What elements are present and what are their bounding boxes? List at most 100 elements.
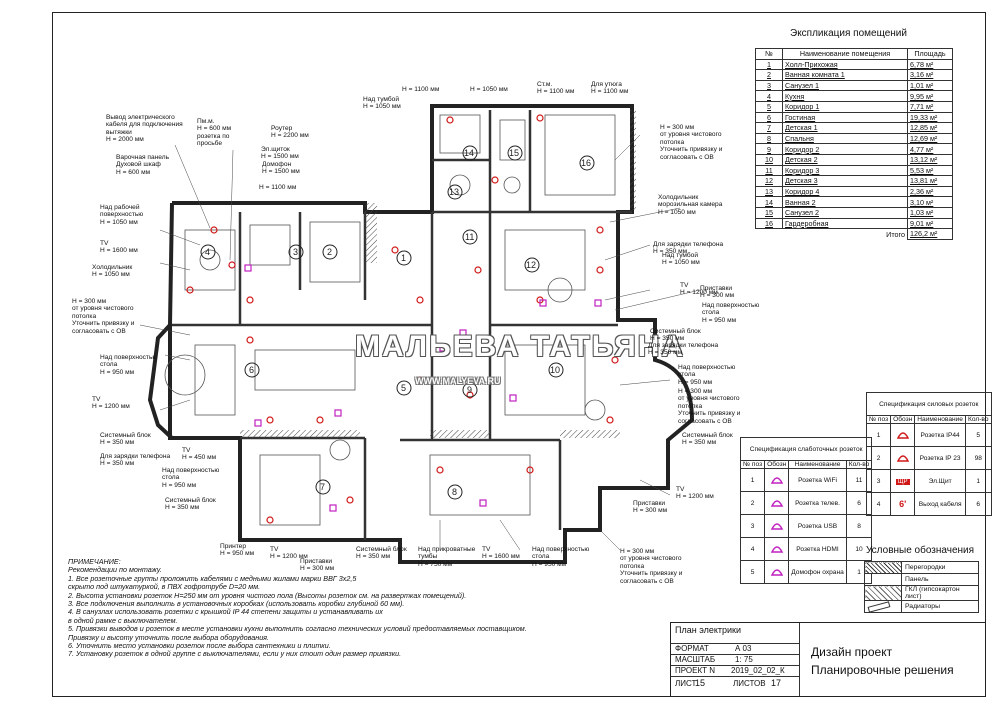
column-header: Площадь — [907, 48, 953, 60]
room-number: 2 — [327, 247, 332, 257]
spec-title: Спецификация силовых розеток — [866, 392, 992, 416]
drywall-swatch — [864, 585, 902, 601]
room-area-cell: 4,77 м² — [907, 143, 953, 155]
qty-cell: 6 — [845, 491, 873, 515]
room-area-cell: 1,01 м² — [907, 79, 953, 92]
room-area-cell: 13,81 м² — [907, 175, 953, 187]
room-area-cell: 9,95 м² — [907, 90, 953, 102]
room-number-cell: 15 — [755, 206, 783, 219]
room-name-cell: Санузел 1 — [782, 79, 908, 92]
qty-cell: 11 — [845, 468, 873, 492]
column-header: Наименование помещения — [782, 48, 908, 60]
plan-annotation: Системный блок Н = 350 мм — [100, 432, 151, 447]
column-header: Наименование — [788, 460, 847, 469]
plan-annotation: TV Н = 1200 мм — [676, 486, 714, 501]
room-number-cell: 6 — [755, 111, 783, 124]
format-value: А 03 — [735, 644, 752, 653]
plan-annotation: Над тумбой Н = 1050 мм — [662, 252, 700, 267]
pos-cell: 4 — [739, 537, 766, 561]
drawing-frame — [52, 12, 986, 697]
plan-annotation: Над рабочей поверхностью Н = 1050 мм — [100, 204, 144, 226]
plan-annotation: Домофон Н = 1500 мм — [262, 161, 300, 176]
legend-item: ГКЛ (гипсокартон лист) — [901, 585, 979, 601]
name-cell: Розетка IP 23 — [914, 446, 966, 470]
room-number-cell: 16 — [755, 217, 783, 230]
scale-label: МАСШТАБ — [675, 655, 716, 664]
column-header: Обозн — [890, 415, 916, 424]
room-number: 1 — [401, 253, 406, 263]
room-name-cell: Спальня — [782, 132, 908, 145]
plan-annotation: Н = 300 мм от уровня чистового потолка У… — [678, 388, 741, 425]
room-number-cell: 12 — [755, 175, 783, 187]
room-area-cell: 3,10 м² — [907, 196, 953, 208]
plan-annotation: Варочная панель Духовой шкаф Н = 600 мм — [116, 154, 170, 176]
pos-cell: 2 — [739, 491, 766, 515]
cable-outlet-icon: 6' — [899, 499, 907, 509]
room-number-cell: 10 — [755, 153, 783, 166]
room-name-cell: Санузел 2 — [782, 206, 908, 219]
pos-cell: 1 — [739, 468, 766, 492]
socket-symbol-icon — [890, 423, 916, 447]
plan-annotation: Приставки Н = 300 мм — [700, 285, 735, 300]
total-value: 126,2 м² — [907, 228, 953, 240]
room-area-cell: 12,69 м² — [907, 132, 953, 145]
room-area-cell: 1,03 м² — [907, 206, 953, 219]
plan-annotation: Системный блок Н = 350 мм — [650, 328, 701, 343]
qty-cell: 8 — [845, 514, 873, 538]
note-line: 4. В санузлах использовать розетки с кры… — [68, 607, 383, 617]
room-name-cell: Холл-Прихожая — [782, 58, 908, 71]
plan-annotation: TV Н = 1200 мм — [680, 282, 718, 297]
plan-annotation: Над поверхностью стола Н = 950 мм — [100, 354, 158, 376]
plan-annotation: Роутер Н = 2200 мм — [271, 125, 309, 140]
plan-annotation: Н = 300 мм от уровня чистового потолка У… — [660, 124, 723, 161]
qty-cell: 6 — [964, 492, 992, 516]
plan-annotation: Над поверхностью стола Н = 950 мм — [162, 467, 220, 489]
note-line: Привязку и высоту уточнить после выбора … — [68, 632, 270, 642]
room-area-cell: 12,85 м² — [907, 122, 953, 134]
socket-symbol-icon — [890, 446, 916, 470]
plan-annotation: Над поверхностью стола Н = 950 мм — [678, 364, 736, 386]
plan-annotation: Для утюга Н = 1100 мм — [591, 81, 629, 96]
plan-annotation: Ст.м. Н = 1100 мм — [537, 81, 575, 96]
room-number-cell: 1 — [755, 58, 783, 71]
plan-annotation: Над прикроватные тумбы Н = 750 мм — [418, 546, 476, 568]
project-subtitle: Планировочные решения — [811, 663, 954, 677]
plan-annotation: Н = 300 мм от уровня чистового потолка У… — [620, 548, 683, 585]
plan-annotation: Над тумбой Н = 1050 мм — [363, 96, 401, 111]
room-area-cell: 2,36 м² — [907, 185, 953, 198]
room-area-cell: 9,01 м² — [907, 217, 953, 230]
column-header: № — [755, 48, 783, 60]
plan-annotation: Вывод электрического кабеля для подключе… — [106, 114, 183, 144]
note-line: скрыто под штукатуркой, в ПВХ гофротрубе… — [68, 582, 261, 592]
room-name-cell: Кухня — [782, 90, 908, 102]
room-number: 6 — [249, 365, 254, 375]
sheets-value: 17 — [771, 678, 782, 688]
room-number-cell: 2 — [755, 69, 783, 81]
room-number-cell: 7 — [755, 122, 783, 134]
room-name-cell: Коридор 4 — [782, 185, 908, 198]
plan-annotation: Приставки Н = 300 мм — [300, 558, 335, 573]
socket-symbol-icon — [764, 537, 790, 561]
radiator-swatch — [864, 600, 902, 613]
column-header: Кол-во — [964, 415, 992, 424]
plan-annotation: TV Н = 450 мм — [182, 447, 217, 462]
project-label: ПРОЕКТ N — [675, 666, 716, 675]
electrical-symbols — [186, 114, 619, 524]
panel-badge: ЩР — [895, 478, 910, 485]
name-cell: Розетка телев. — [788, 491, 847, 515]
legend-item: Перегородки — [901, 561, 979, 574]
pos-cell: 3 — [739, 514, 766, 538]
watermark-url: WWW.MALYEVA.RU — [415, 376, 501, 386]
room-number: 5 — [401, 383, 406, 393]
